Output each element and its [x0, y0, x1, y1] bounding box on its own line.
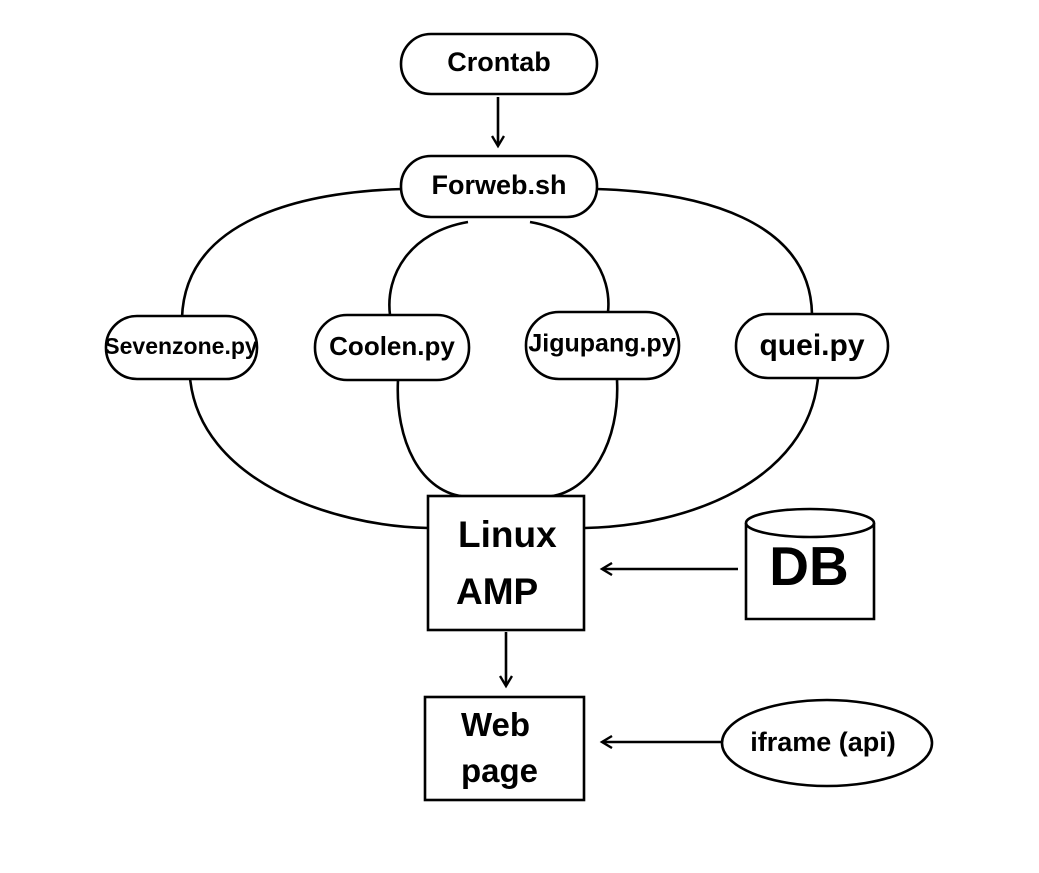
- node-coolen-py: Coolen.py: [313, 313, 471, 382]
- edge-sevenzone-linux: [188, 377, 429, 530]
- node-quei-py: quei.py: [734, 312, 890, 380]
- node-forweb-sh: Forweb.sh: [399, 154, 599, 219]
- db-label: DB: [769, 535, 848, 597]
- edge-forweb-quei: [595, 187, 814, 315]
- linux-amp-label-line1: Linux: [458, 514, 557, 555]
- webpage-label-line1: Web: [461, 706, 530, 743]
- edge-coolen-linux: [396, 379, 469, 499]
- node-linux-amp: Linux AMP: [426, 494, 586, 632]
- node-sevenzone-py: Sevenzone.py: [104, 314, 259, 381]
- node-jigupang-py: Jigupang.py: [524, 310, 681, 381]
- iframe-label: iframe (api): [750, 727, 896, 757]
- quei-label: quei.py: [759, 329, 864, 362]
- edge-forweb-jigupang: [529, 220, 610, 313]
- edge-forweb-coolen: [388, 220, 469, 316]
- edge-jigupang-linux: [544, 379, 619, 499]
- edge-forweb-sevenzone: [180, 187, 404, 319]
- linux-amp-label-line2: AMP: [456, 571, 538, 612]
- webpage-label-line2: page: [461, 752, 538, 789]
- jigupang-label: Jigupang.py: [528, 330, 675, 358]
- crontab-label: Crontab: [447, 47, 551, 77]
- coolen-label: Coolen.py: [329, 331, 455, 361]
- node-db: DB: [744, 507, 876, 621]
- sevenzone-label: Sevenzone.py: [104, 333, 258, 359]
- node-crontab: Crontab: [399, 32, 599, 96]
- edge-quei-linux: [584, 377, 820, 530]
- forweb-label: Forweb.sh: [431, 170, 566, 200]
- node-webpage: Web page: [423, 695, 586, 802]
- node-iframe-api: iframe (api): [720, 698, 934, 788]
